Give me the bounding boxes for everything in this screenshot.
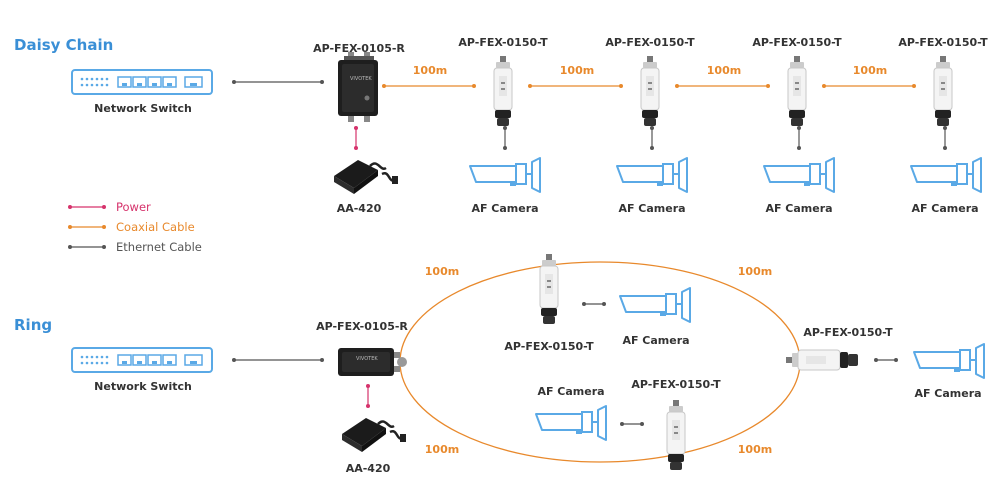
ring-power-adapter — [340, 416, 408, 454]
daisy-receiver-label: AP-FEX-0105-R — [313, 42, 405, 55]
ring-tx-label-1: AP-FEX-0150-T — [504, 340, 594, 353]
daisy-receiver-device — [338, 52, 378, 122]
daisy-coax-segment-1 — [382, 84, 476, 88]
ring-transmitter-2 — [785, 349, 859, 371]
daisy-coax-segment-4 — [822, 84, 916, 88]
ring-ethernet-tx-cam-1 — [582, 302, 606, 306]
ring-distance-4: 100m — [738, 443, 772, 456]
daisy-camera-4 — [910, 157, 982, 193]
daisy-adapter-label: AA-420 — [337, 202, 382, 215]
ring-ethernet-tx-cam-2 — [874, 358, 898, 362]
daisy-tx-label-1: AP-FEX-0150-T — [458, 36, 548, 49]
ring-camera-2 — [913, 343, 985, 379]
ring-network-switch — [71, 347, 213, 373]
daisy-camera-label-1: AF Camera — [471, 202, 538, 215]
daisy-network-switch — [71, 69, 213, 95]
daisy-ethernet-tx-cam-2 — [650, 126, 654, 150]
daisy-transmitter-2 — [640, 55, 660, 127]
daisy-ethernet-tx-cam-3 — [797, 126, 801, 150]
daisy-coax-segment-2 — [528, 84, 623, 88]
daisy-transmitter-1 — [493, 55, 513, 127]
ring-distance-3: 100m — [425, 443, 459, 456]
daisy-coax-segment-3 — [675, 84, 770, 88]
daisy-ethernet-cable — [232, 80, 324, 84]
daisy-distance-1: 100m — [413, 64, 447, 77]
ring-title: Ring — [14, 316, 52, 334]
ring-distance-1: 100m — [425, 265, 459, 278]
ring-receiver-device — [338, 348, 407, 376]
daisy-camera-label-2: AF Camera — [618, 202, 685, 215]
ring-camera-1 — [619, 287, 691, 323]
ring-distance-2: 100m — [738, 265, 772, 278]
daisy-camera-1 — [469, 157, 541, 193]
ring-camera-label-2: AF Camera — [914, 387, 981, 400]
ring-camera-3 — [535, 405, 607, 441]
daisy-power-adapter — [332, 158, 400, 196]
legend-label-coax: Coaxial Cable — [116, 220, 195, 234]
ring-power-cable — [366, 384, 370, 408]
daisy-ethernet-tx-cam-1 — [503, 126, 507, 150]
legend-item-coax: Coaxial Cable — [68, 220, 195, 234]
daisy-tx-label-3: AP-FEX-0150-T — [752, 36, 842, 49]
legend-item-ethernet: Ethernet Cable — [68, 240, 202, 254]
ring-switch-label: Network Switch — [94, 380, 192, 393]
ring-camera-label-3: AF Camera — [537, 385, 604, 398]
legend-label-ethernet: Ethernet Cable — [116, 240, 202, 254]
daisy-chain-title: Daisy Chain — [14, 36, 113, 54]
ring-receiver-label: AP-FEX-0105-R — [316, 320, 408, 333]
ring-ethernet-tx-cam-3 — [620, 422, 644, 426]
daisy-distance-4: 100m — [853, 64, 887, 77]
ring-tx-label-3: AP-FEX-0150-T — [631, 378, 721, 391]
daisy-transmitter-3 — [787, 55, 807, 127]
daisy-tx-label-4: AP-FEX-0150-T — [898, 36, 988, 49]
ring-ethernet-cable — [232, 358, 324, 362]
daisy-distance-2: 100m — [560, 64, 594, 77]
daisy-ethernet-tx-cam-4 — [943, 126, 947, 150]
legend: Power Coaxial Cable Ethernet Cable — [68, 200, 202, 254]
legend-item-power: Power — [68, 200, 151, 214]
daisy-distance-3: 100m — [707, 64, 741, 77]
daisy-power-cable — [354, 126, 358, 150]
daisy-camera-3 — [763, 157, 835, 193]
daisy-camera-label-4: AF Camera — [911, 202, 978, 215]
daisy-camera-2 — [616, 157, 688, 193]
ring-transmitter-3 — [666, 399, 686, 471]
daisy-transmitter-4 — [933, 55, 953, 127]
legend-label-power: Power — [116, 200, 151, 214]
ring-tx-label-2: AP-FEX-0150-T — [803, 326, 893, 339]
ring-camera-label-1: AF Camera — [622, 334, 689, 347]
ring-adapter-label: AA-420 — [346, 462, 391, 475]
daisy-switch-label: Network Switch — [94, 102, 192, 115]
ring-transmitter-1 — [539, 253, 559, 325]
daisy-tx-label-2: AP-FEX-0150-T — [605, 36, 695, 49]
daisy-camera-label-3: AF Camera — [765, 202, 832, 215]
